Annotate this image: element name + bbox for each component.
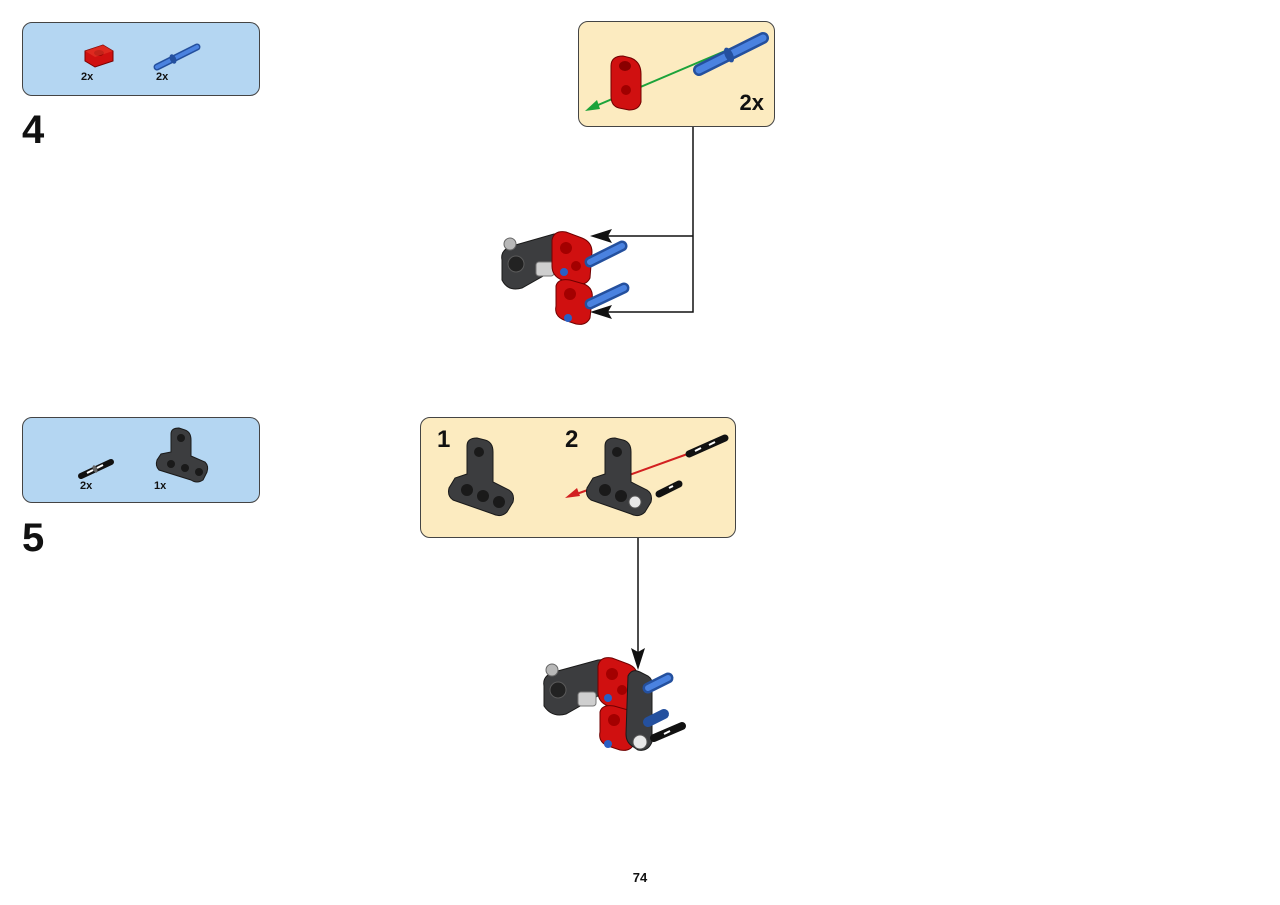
part-qty-black-pin: 2x — [80, 480, 93, 492]
callout-assembly-red-blue-icon — [585, 32, 769, 111]
step-number-5: 5 — [22, 516, 45, 560]
substep-number-2: 2 — [565, 426, 579, 453]
step-5-parts-list: 2x 1x — [22, 417, 260, 503]
part-qty-red-connector: 2x — [81, 71, 94, 83]
red-connector-icon — [84, 44, 114, 68]
step-5-callout: 1 2 — [420, 417, 736, 538]
substep-number-1: 1 — [437, 426, 451, 453]
part-qty-blue-axle-pin: 2x — [156, 71, 169, 83]
callout-qty: 2x — [739, 90, 764, 115]
page-number: 74 — [632, 870, 648, 885]
blue-axle-pin-icon — [153, 43, 201, 71]
part-qty-t-beam: 1x — [154, 480, 167, 492]
substep-2-t-beam-with-pins-icon — [565, 434, 729, 517]
step-number-4: 4 — [22, 108, 45, 152]
step-4-callout: 2x — [578, 21, 775, 127]
step-4-parts-list: 2x 2x — [22, 22, 260, 96]
dark-grey-t-beam-icon — [155, 427, 209, 483]
step-4-assembly-icon — [501, 231, 630, 325]
step-5-assembly-icon — [543, 657, 686, 751]
substep-1-t-beam-icon — [448, 437, 514, 517]
black-pin-icon — [78, 459, 114, 479]
